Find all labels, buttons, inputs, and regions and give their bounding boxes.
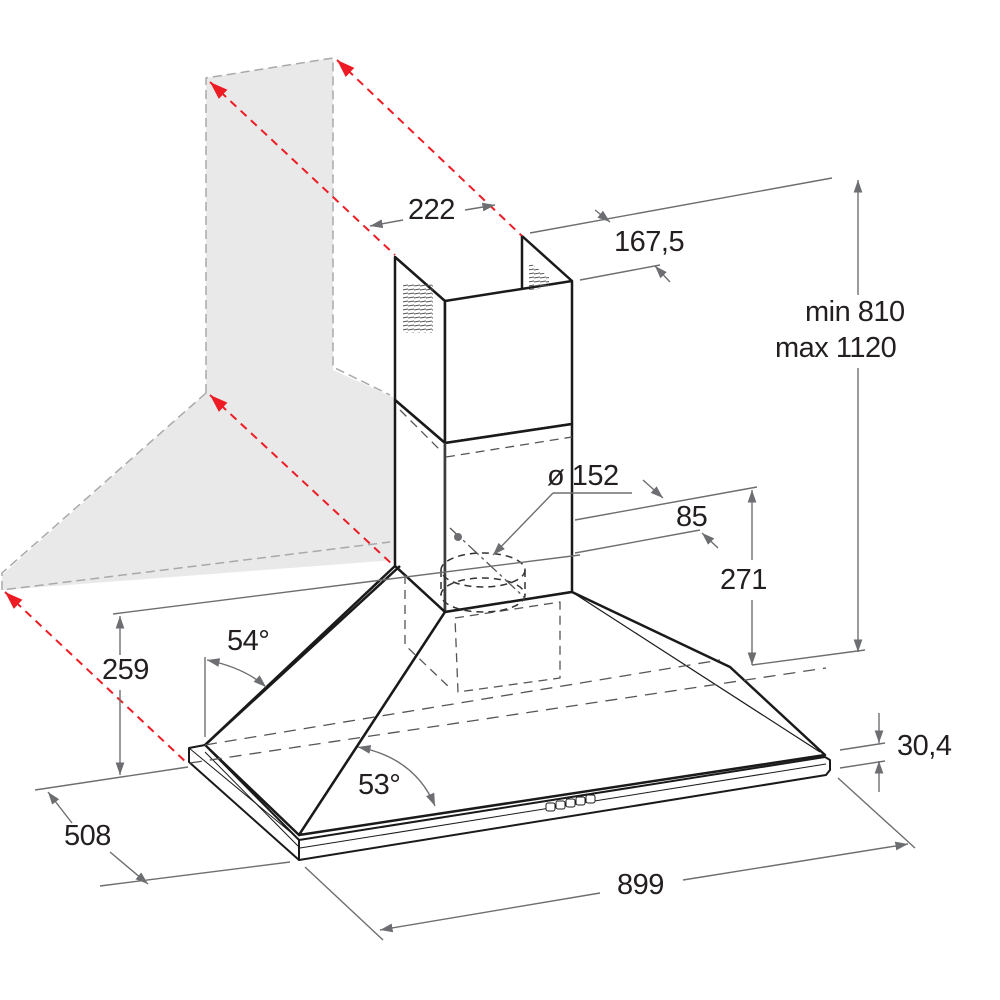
wall-silhouette: [1, 57, 395, 591]
height-min-value: 810: [857, 296, 905, 328]
height-max-value: 1120: [835, 332, 897, 364]
height-max-prefix: max: [775, 332, 829, 364]
width-label: 899: [617, 869, 664, 901]
control-button: [555, 800, 566, 810]
height-max-label: max 1120: [775, 332, 897, 364]
control-button: [585, 794, 596, 804]
side-angle-label: 54°: [227, 625, 270, 657]
front-angle-label: 53°: [358, 769, 401, 801]
front-lip-height-label: 30,4: [897, 730, 952, 762]
control-button: [545, 802, 556, 812]
control-button: [575, 796, 586, 806]
depth-label: 508: [64, 820, 111, 852]
duct-diameter-label: ø 152: [547, 460, 619, 492]
control-panel: [545, 794, 596, 812]
upper-chimney: [393, 235, 574, 445]
height-min-prefix: min: [805, 296, 851, 328]
control-button: [565, 798, 576, 808]
chimney-depth-label: 167,5: [614, 226, 685, 258]
canopy-upper-height-label: 271: [720, 564, 767, 596]
canopy-height-label: 259: [102, 654, 149, 686]
chimney-width-label: 222: [408, 194, 455, 226]
dimension-lines: [34, 177, 916, 941]
duct-offset-label: 85: [676, 501, 708, 533]
lower-chimney: [393, 398, 574, 614]
height-min-label: min 810: [805, 298, 905, 327]
